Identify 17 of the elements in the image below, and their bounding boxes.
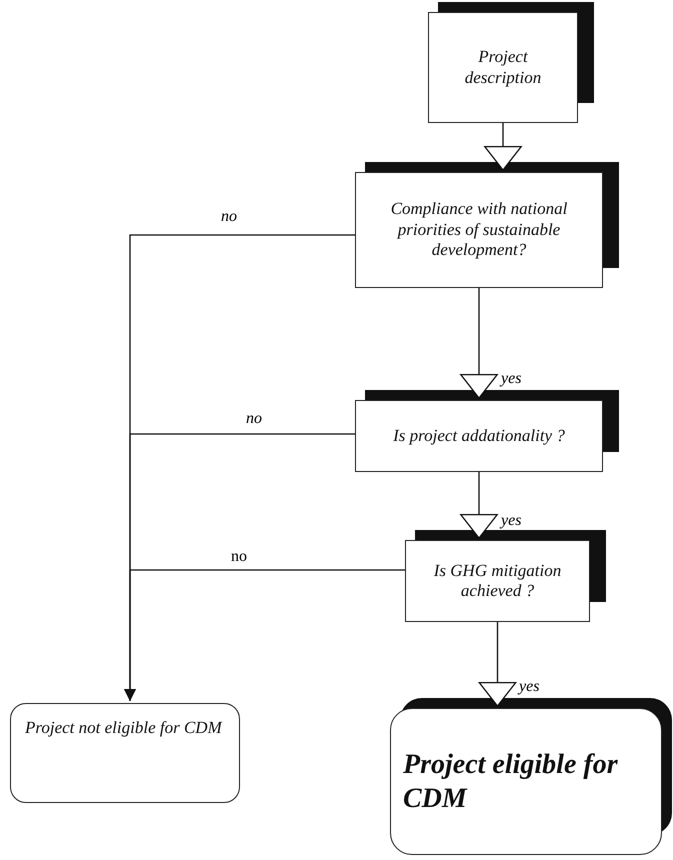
block-arrow (460, 288, 498, 399)
process-box (405, 540, 590, 622)
block-arrow (478, 622, 516, 707)
node-text: Project description (464, 47, 542, 88)
process-box (355, 172, 603, 288)
node-text: Project not eligible for CDM (25, 718, 222, 738)
terminal-box (10, 703, 240, 803)
terminal-box (390, 708, 662, 855)
node-text: Is GHG mitigation achieved ? (432, 560, 562, 602)
block-arrow (484, 123, 522, 171)
process-box (428, 12, 578, 123)
block-arrow (460, 472, 498, 539)
node-text: Is project addationality ? (393, 426, 565, 446)
process-box (355, 400, 603, 472)
connector-arrow (124, 569, 405, 701)
node-text: Compliance with national priorities of sustainable development? (390, 199, 568, 261)
node-text: Project eligible for CDM (403, 748, 619, 816)
